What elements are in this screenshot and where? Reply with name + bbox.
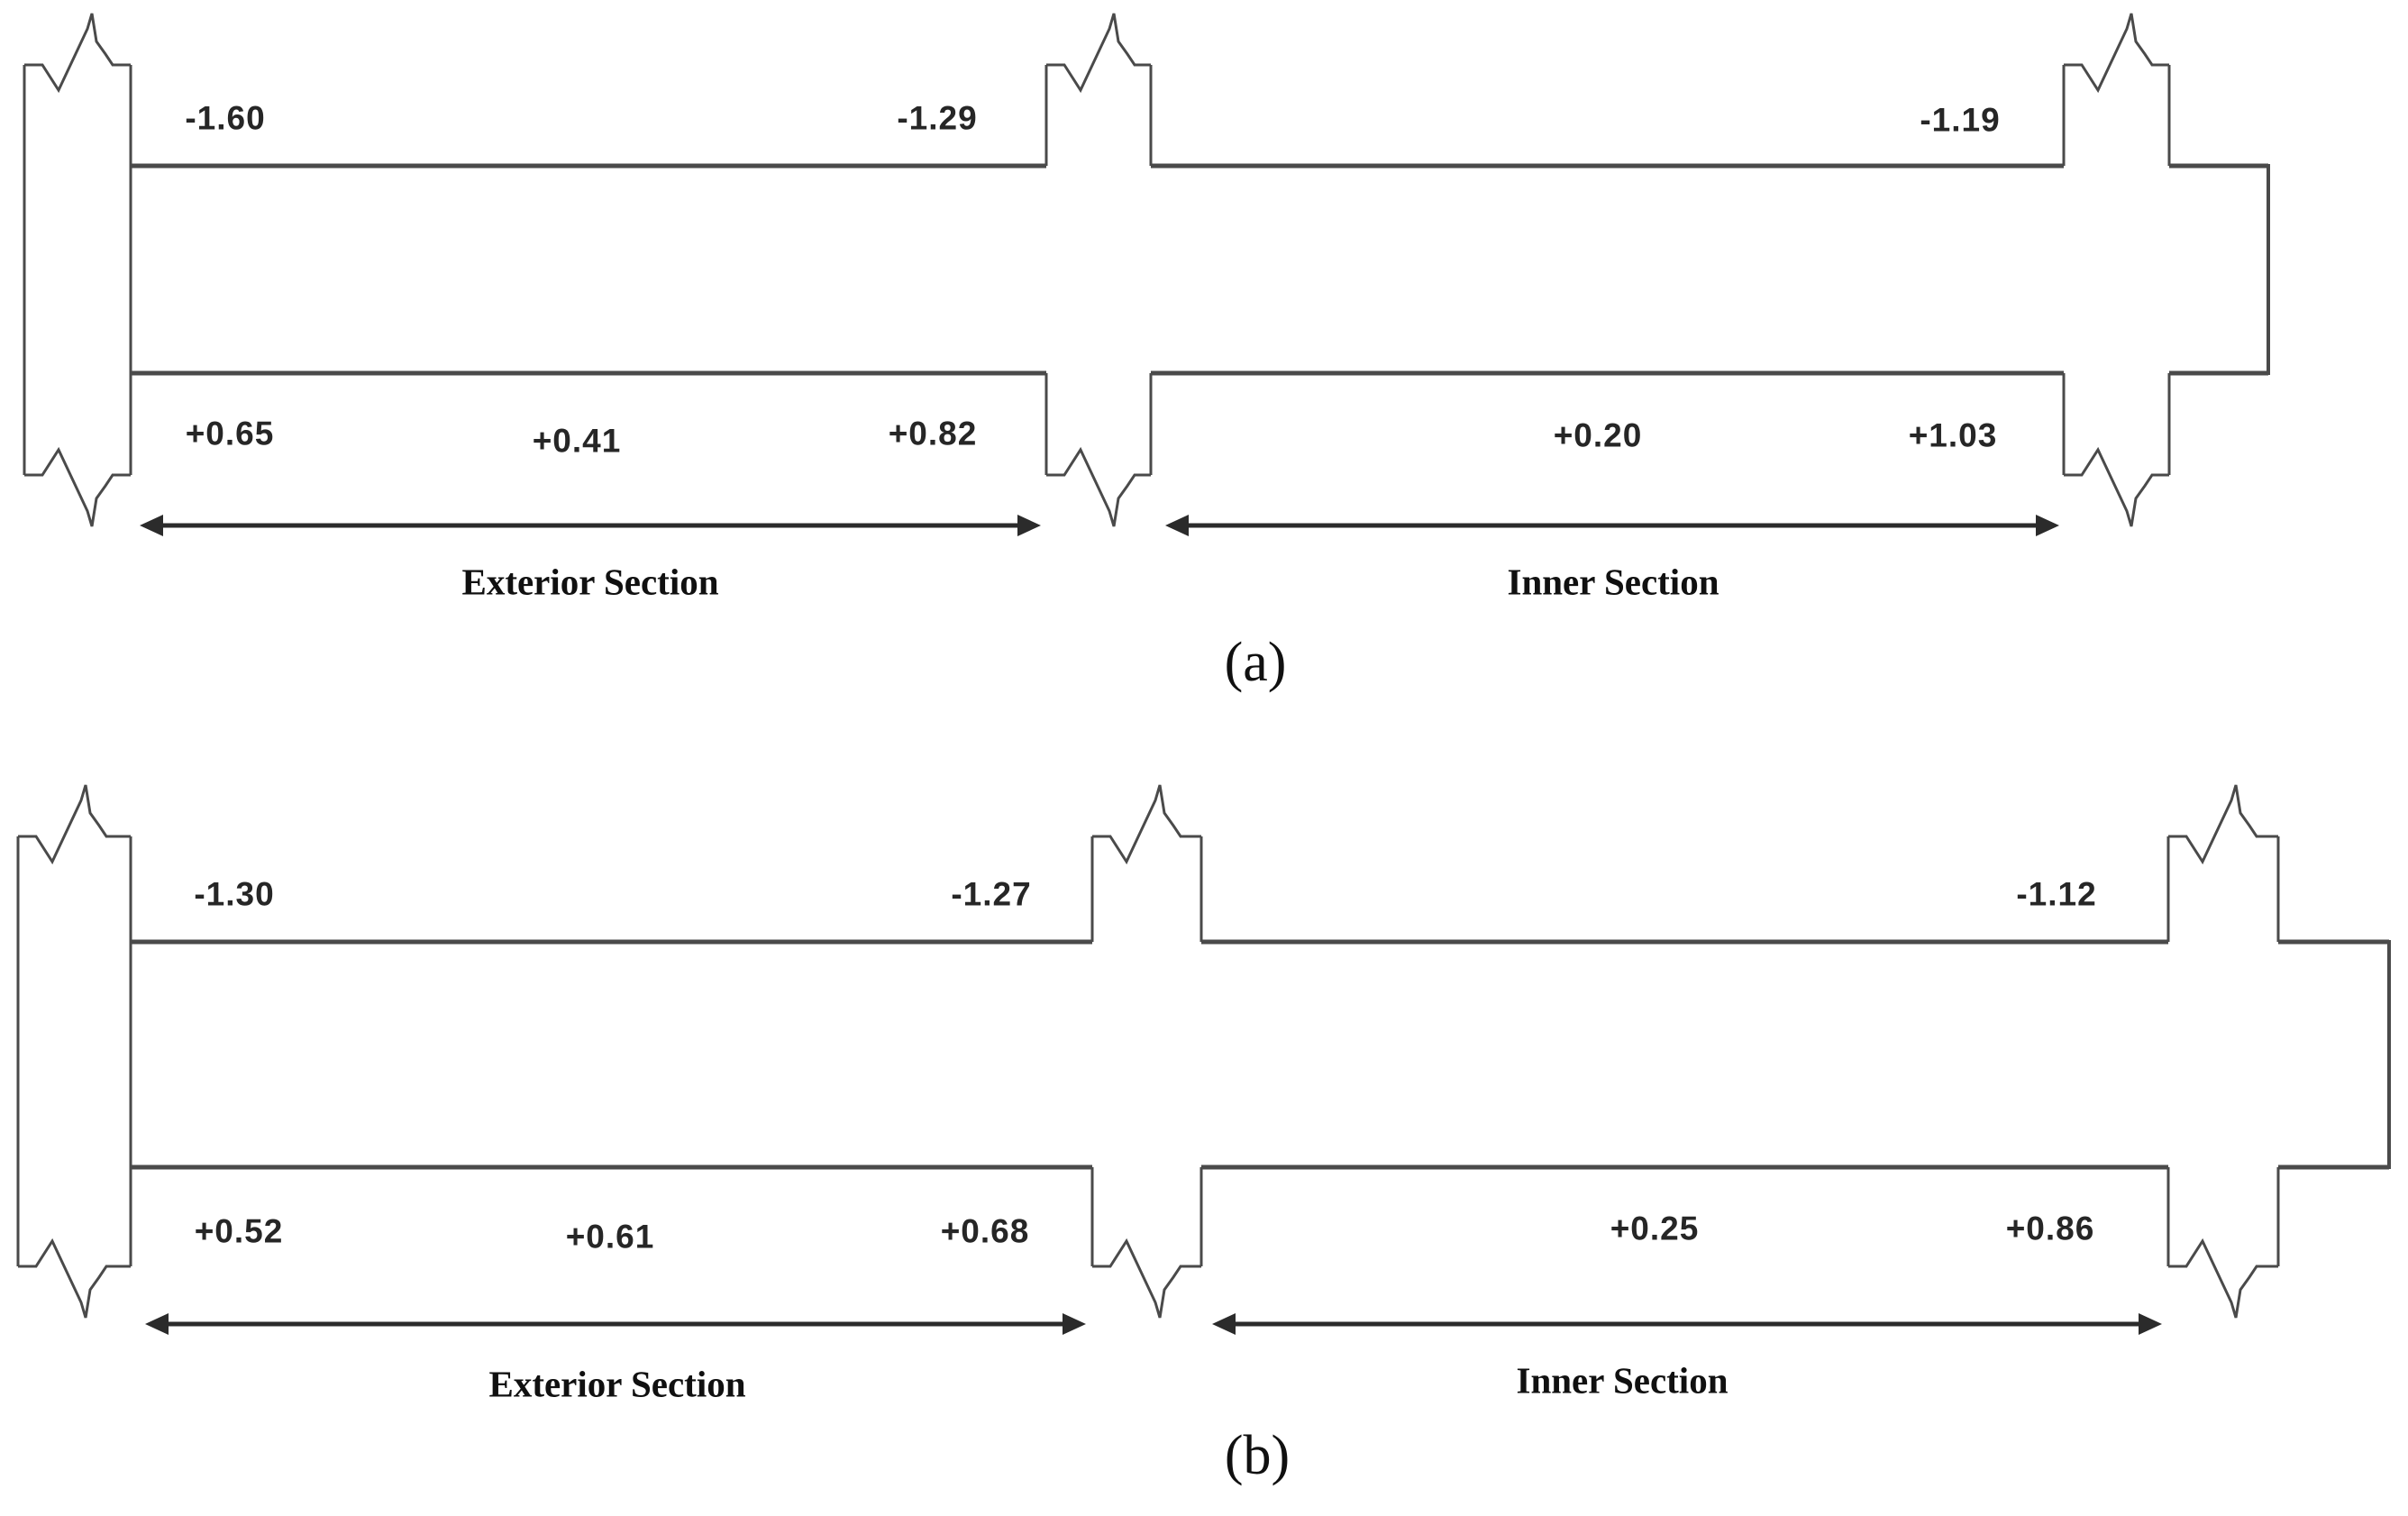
panel-caption-a: (a) <box>1224 632 1287 693</box>
exterior-span-arrow-right-head-icon <box>1017 515 1041 536</box>
column-break-icon <box>2168 1237 2278 1319</box>
moment-value: +0.68 <box>940 1212 1030 1250</box>
inner-span-arrow-left-head-icon <box>1212 1313 1236 1335</box>
column-break-icon <box>2064 446 2169 527</box>
exterior-span-arrow-right-head-icon <box>1063 1313 1086 1335</box>
panel-caption-b: (b) <box>1224 1425 1291 1486</box>
column-break-icon <box>1046 446 1151 527</box>
moment-value: +0.61 <box>565 1218 655 1256</box>
moment-value: +0.41 <box>532 422 622 460</box>
moment-value: +0.65 <box>185 415 275 452</box>
column-break-icon <box>2168 784 2278 865</box>
moment-value: +0.86 <box>2005 1210 2095 1247</box>
moment-value: -1.19 <box>1920 101 2001 139</box>
column-break-icon <box>1046 13 1151 94</box>
inner-span-arrow-right-head-icon <box>2036 515 2059 536</box>
moment-value: +1.03 <box>1908 416 1998 454</box>
exterior-section-label: Exterior Section <box>461 561 719 603</box>
moment-value: +0.25 <box>1610 1210 1700 1247</box>
column-break-icon <box>18 1237 131 1319</box>
moment-value: -1.60 <box>185 99 266 137</box>
moment-value: +0.20 <box>1553 416 1643 454</box>
moment-value: +0.82 <box>888 415 978 452</box>
inner-span-arrow-right-head-icon <box>2139 1313 2162 1335</box>
column-break-icon <box>24 13 131 94</box>
moment-value: +0.52 <box>194 1212 284 1250</box>
column-break-icon <box>1092 1237 1201 1319</box>
moment-value: -1.29 <box>897 99 978 137</box>
exterior-span-arrow-left-head-icon <box>145 1313 169 1335</box>
column-break-icon <box>24 446 131 527</box>
column-break-icon <box>18 784 131 865</box>
inner-section-label: Inner Section <box>1516 1359 1728 1402</box>
exterior-section-label: Exterior Section <box>488 1363 746 1405</box>
inner-section-label: Inner Section <box>1507 561 1719 603</box>
column-break-icon <box>1092 784 1201 865</box>
moment-value: -1.12 <box>2016 875 2097 913</box>
exterior-span-arrow-left-head-icon <box>140 515 163 536</box>
moment-value: -1.27 <box>951 875 1032 913</box>
moment-value: -1.30 <box>194 875 275 913</box>
inner-span-arrow-left-head-icon <box>1165 515 1189 536</box>
column-break-icon <box>2064 13 2169 94</box>
